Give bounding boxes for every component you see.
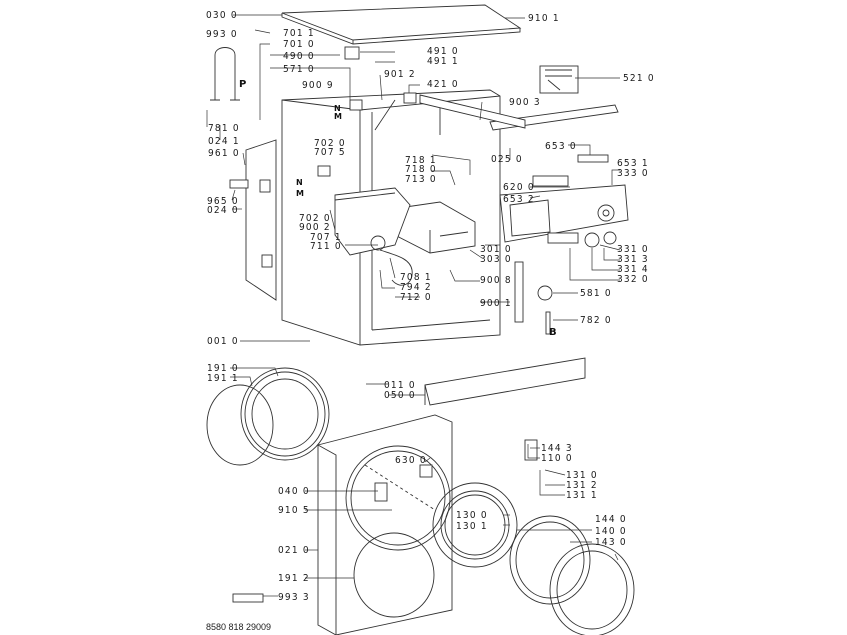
callout-label: 708 1 [400,272,432,283]
callout-label: 011 0 [384,380,416,391]
callout-label: 021 0 [278,545,310,556]
callout-label: 711 0 [310,241,342,252]
inlet-hose-part [210,47,240,101]
callout-label: 491 0 [427,46,459,57]
callout-label: 653 2 [503,194,535,205]
callout-label: 024 0 [207,205,239,216]
callout-label: 140 0 [595,526,627,537]
callout-label: 900 2 [299,222,331,233]
pcb-module-part [539,65,579,94]
callout-label: 993 3 [278,592,310,603]
marker-letter-n: N [334,104,341,113]
callout-label: 144 0 [595,514,627,525]
callout-label: 331 4 [617,264,649,275]
callout-label: 910 1 [528,13,560,24]
callout-label: 630 0 [395,455,427,466]
callout-label: 131 1 [566,490,598,501]
callout-label: 130 0 [456,510,488,521]
callout-label: 712 0 [400,292,432,303]
callout-label: 191 1 [207,373,239,384]
callout-label: 332 0 [617,274,649,285]
callout-label: 900 8 [480,275,512,286]
drawing-number: 8580 818 29009 [206,622,272,632]
callout-label: 333 0 [617,168,649,179]
drain-hose-part [370,235,413,286]
callout-label: 130 1 [456,521,488,532]
callout-label: 782 0 [580,315,612,326]
callout-label: 301 0 [480,244,512,255]
callout-label: 653 1 [617,158,649,169]
callout-label: 910 5 [278,505,310,516]
callout-label: 131 0 [566,470,598,481]
callout-label: 701 1 [283,28,315,39]
callout-label: 001 0 [207,336,239,347]
callout-label: 965 0 [207,196,239,207]
dispenser-housing-part [334,187,411,256]
callout-label: 702 0 [314,138,346,149]
callout-label: 900 9 [302,80,334,91]
callout-label: 131 2 [566,480,598,491]
callout-label: 713 0 [405,174,437,185]
callout-label: 900 1 [480,298,512,309]
callout-label: 144 3 [541,443,573,454]
callout-label: 961 0 [208,148,240,159]
button-bank-part [547,232,579,244]
door-glass-part [509,515,591,605]
outer-door-part [549,543,635,635]
marker-letter-b: B [549,327,557,338]
callout-label: 702 0 [299,213,331,224]
callout-label: 794 2 [400,282,432,293]
callout-label: 571 0 [283,64,315,75]
callout-label: 331 0 [617,244,649,255]
callout-label: 581 0 [580,288,612,299]
knob-part [537,231,617,335]
callout-label: 707 1 [310,232,342,243]
control-panel-part [499,184,629,243]
marker-letter-m: M [334,112,342,121]
callout-label: 025 0 [491,154,523,165]
callout-label: 900 3 [509,97,541,108]
callout-label: 491 1 [427,56,459,67]
callout-label: 191 2 [278,573,310,584]
leader-lines [206,14,621,597]
callout-label: 040 0 [278,486,310,497]
callout-label: 701 0 [283,39,315,50]
callout-label: 143 0 [595,537,627,548]
callout-label: 024 1 [208,136,240,147]
callout-label: 050 0 [384,390,416,401]
callout-label: 331 3 [617,254,649,265]
rear-panel-part [245,139,277,301]
callout-label: 110 0 [541,453,573,464]
callout-label: 421 0 [427,79,459,90]
door-gasket-part [206,367,330,466]
marker-letter-n: N [296,178,303,187]
kick-plate-part [424,357,586,406]
callout-label: 521 0 [623,73,655,84]
callout-label: 303 0 [480,254,512,265]
callout-label: 653 0 [545,141,577,152]
support-bar-part [419,94,526,129]
callout-label: 901 2 [384,69,416,80]
callout-label: 030 0 [206,10,238,21]
callout-label: 718 1 [405,155,437,166]
callout-label: 490 0 [283,51,315,62]
marker-letter-p: P [239,79,247,90]
callout-label: 718 0 [405,164,437,175]
callout-label: 191 0 [207,363,239,374]
callout-label: 707 5 [314,147,346,158]
marker-letter-m: M [296,189,304,198]
callout-label: 781 0 [208,123,240,134]
callout-label: 993 0 [206,29,238,40]
top-cover-part [281,4,522,45]
front-panel-part [317,414,453,635]
callout-label: 620 0 [503,182,535,193]
